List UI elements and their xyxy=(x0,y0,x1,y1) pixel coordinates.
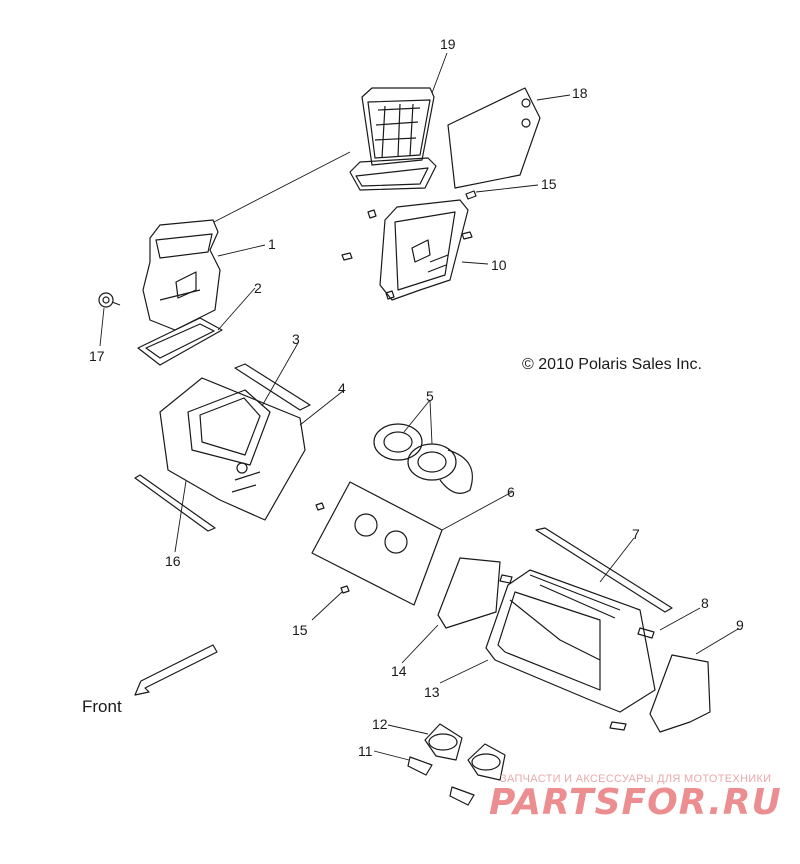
callout-14: 14 xyxy=(391,663,407,679)
callout-8: 8 xyxy=(701,595,709,611)
front-label: Front xyxy=(82,697,122,716)
part-4-airbox-lid xyxy=(159,377,306,521)
callout-9: 9 xyxy=(736,617,744,633)
part-7-cover xyxy=(535,527,673,613)
part-16-seal xyxy=(134,474,216,532)
callout-10: 10 xyxy=(491,257,507,273)
callout-6: 6 xyxy=(507,484,515,500)
part-18-panel xyxy=(447,87,541,189)
leader-lines xyxy=(99,52,739,761)
part-14-panel xyxy=(437,557,501,629)
part-6-plate xyxy=(311,481,443,606)
callout-15-bottom: 15 xyxy=(292,622,308,638)
part-12-throttle xyxy=(424,723,506,781)
callout-17: 17 xyxy=(89,348,105,364)
part-8-pins xyxy=(499,574,655,731)
callout-13: 13 xyxy=(424,684,440,700)
callout-5: 5 xyxy=(426,388,434,404)
part-19-intake-box xyxy=(349,87,437,191)
part-13-airbox-base xyxy=(485,569,656,713)
part-17-clamp xyxy=(98,292,121,308)
callout-11: 11 xyxy=(358,743,373,759)
part-10-housing xyxy=(379,199,469,301)
callout-18: 18 xyxy=(572,85,588,101)
callout-16: 16 xyxy=(165,553,181,569)
callout-3: 3 xyxy=(292,331,300,347)
callout-4: 4 xyxy=(338,380,346,396)
bolts xyxy=(315,190,477,594)
part-5-boots xyxy=(373,423,473,494)
watermark-logo: PARTSFOR.RU xyxy=(489,782,782,823)
callout-12: 12 xyxy=(372,716,388,732)
part-11-plugs xyxy=(407,756,475,806)
callout-1: 1 xyxy=(268,236,276,252)
part-9-panel xyxy=(649,654,711,733)
callout-7: 7 xyxy=(632,526,640,542)
copyright-text: © 2010 Polaris Sales Inc. xyxy=(522,356,702,373)
callout-19: 19 xyxy=(440,36,456,52)
part-3-plate xyxy=(234,363,311,411)
watermark-tagline: ЗАПЧАСТИ И АКСЕССУАРЫ ДЛЯ МОТОТЕХНИКИ xyxy=(500,773,772,785)
callout-15-top: 15 xyxy=(541,176,557,192)
part-2-gasket xyxy=(137,317,223,366)
front-arrow xyxy=(134,644,218,696)
part-1-intake-tube xyxy=(142,219,221,331)
callout-2: 2 xyxy=(254,280,262,296)
